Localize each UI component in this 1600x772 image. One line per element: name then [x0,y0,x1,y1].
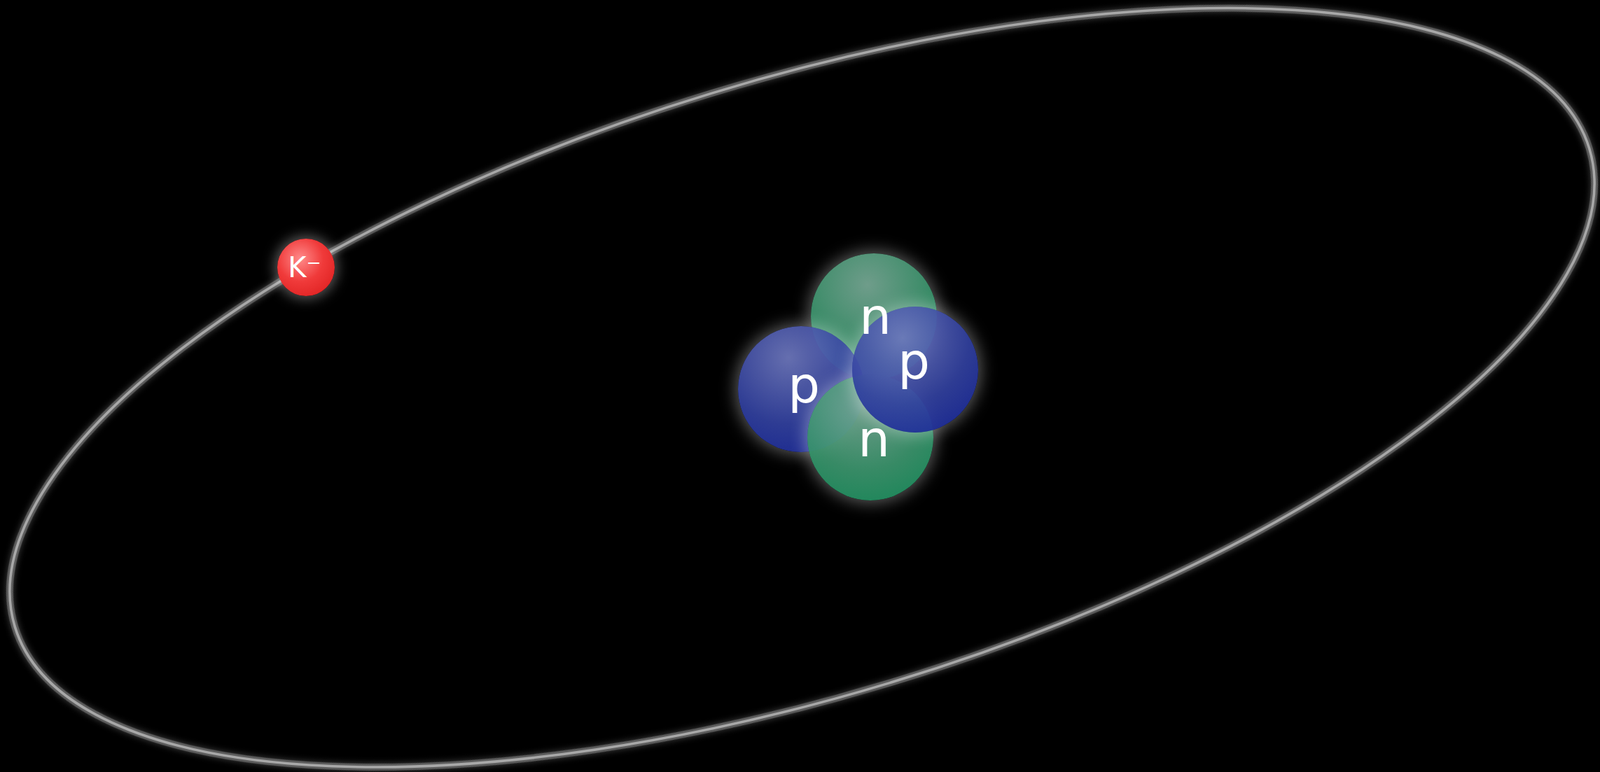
particle-label: p [897,336,930,387]
particle-label: K⁻ [287,253,321,282]
particle-label: n [857,413,890,465]
kaon-circle: K⁻ [277,238,335,297]
particle-label: p [787,359,820,411]
particle-label: n [859,291,892,342]
